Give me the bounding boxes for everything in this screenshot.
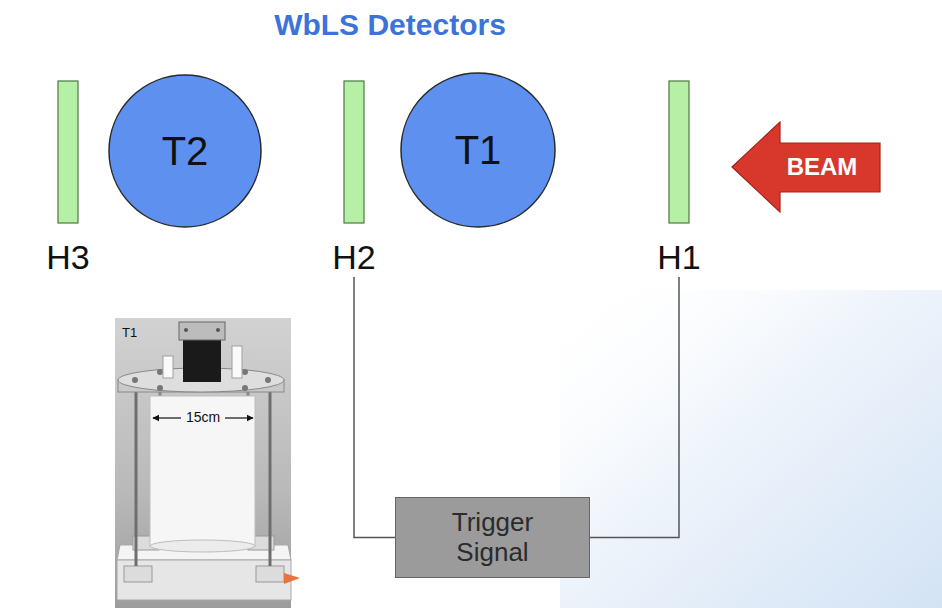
screw (184, 328, 188, 332)
tank-circle (401, 73, 555, 227)
wbls-tank: T2 (108, 74, 262, 228)
node-label: T2 (162, 129, 209, 173)
bolt (242, 369, 248, 375)
paddle-shape (57, 80, 79, 224)
tank-bottom (150, 540, 255, 552)
paddle-bar (58, 81, 78, 223)
base-plate (117, 560, 291, 600)
pointer-mark (284, 573, 300, 584)
beam-arrow-shape (732, 122, 880, 212)
background-panel (560, 290, 942, 608)
fill-port (163, 356, 173, 378)
paddle-shape (668, 80, 690, 224)
detector-paddle: H1 (654, 80, 704, 277)
detector-paddle: H2 (329, 80, 379, 277)
foot-block (124, 566, 152, 582)
node-label: H3 (46, 238, 89, 277)
foot-block (256, 566, 284, 582)
screw (216, 328, 220, 332)
node-label: H1 (657, 238, 700, 277)
node-label: BEAM (787, 154, 858, 180)
bolt (157, 385, 163, 391)
node-label: Trigger Signal (428, 508, 558, 568)
dimension-label: 15cm (186, 409, 220, 425)
photo-background (115, 318, 291, 608)
detector-paddle: H3 (43, 80, 93, 277)
bolt (132, 377, 138, 383)
node-label: H2 (332, 238, 375, 277)
wbls-tank: T1 (400, 72, 556, 228)
trigger-box: Trigger Signal (395, 497, 590, 578)
paddle-bar (344, 81, 364, 223)
pmt-housing (183, 338, 221, 382)
paddle-bar (669, 81, 689, 223)
fill-port (232, 346, 242, 378)
diagram-title: WbLS Detectors (274, 8, 506, 42)
tank-circle (109, 75, 261, 227)
pmt-cap (179, 322, 225, 340)
support-rod (269, 384, 272, 566)
photo-label: T1 (122, 325, 137, 340)
node-label: T1 (455, 128, 502, 172)
signal-wire (354, 277, 395, 537)
tank-cylinder (150, 396, 255, 546)
detector-photo (115, 318, 291, 608)
beam-arrow: BEAM (730, 121, 882, 213)
paddle-shape (343, 80, 365, 224)
support-rod (135, 384, 138, 566)
dimension-line (225, 417, 253, 418)
bolt (242, 385, 248, 391)
dimension-line (153, 417, 181, 418)
signal-wire (590, 277, 679, 537)
bolt (157, 369, 163, 375)
bolt (265, 377, 271, 383)
